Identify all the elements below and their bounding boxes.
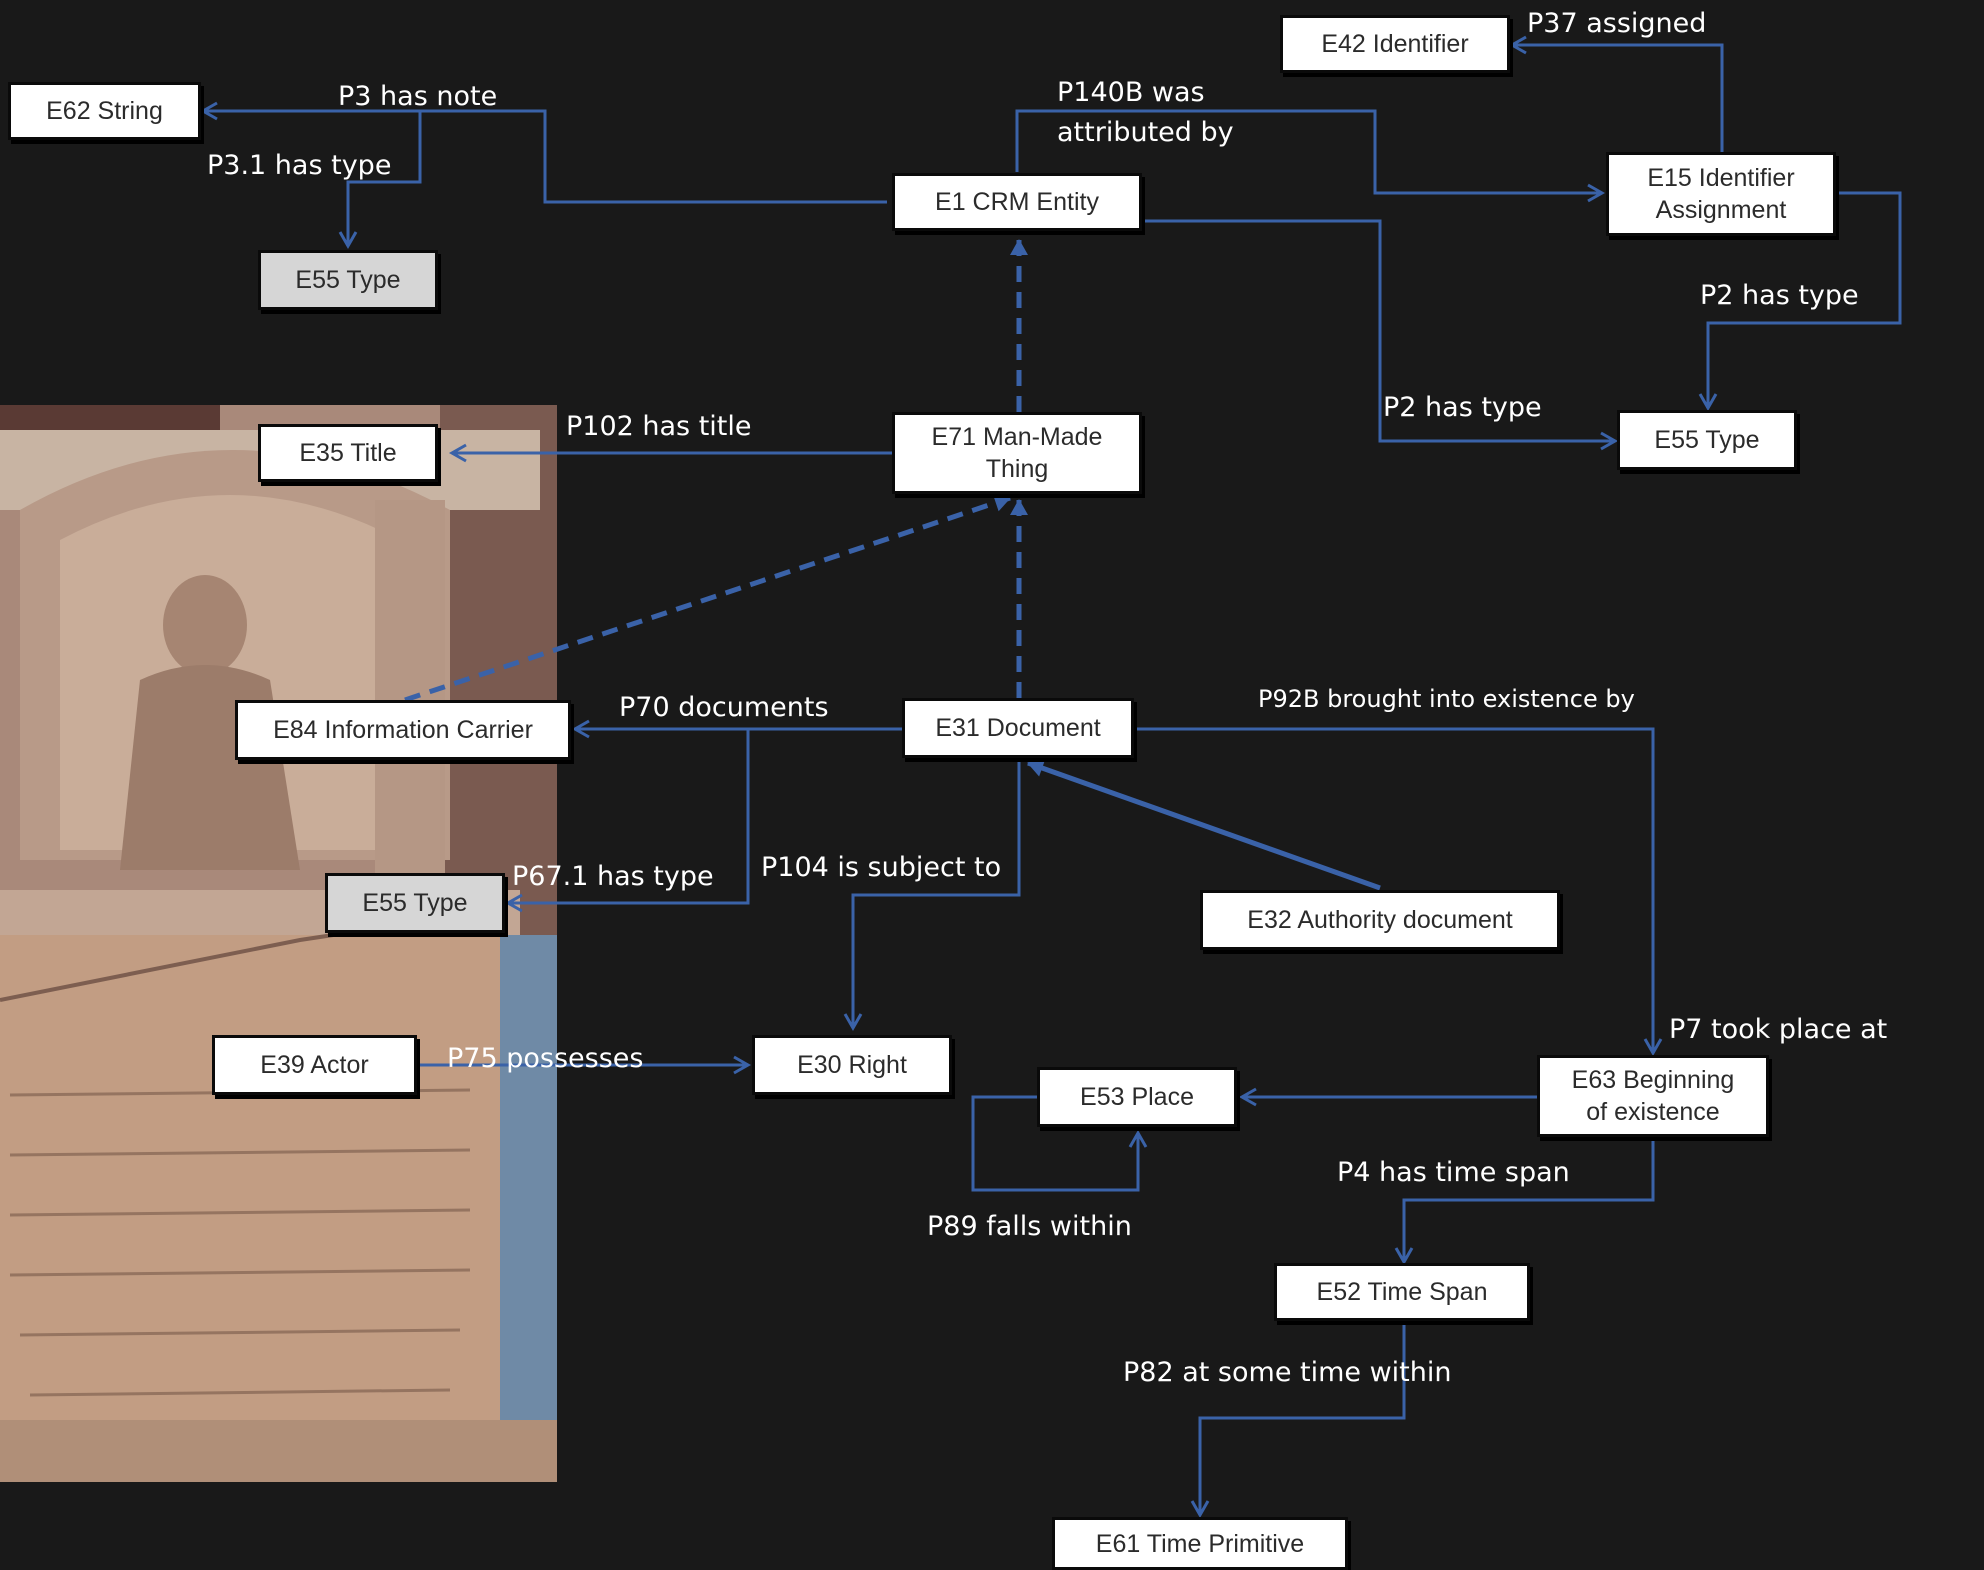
isa-e84-to-e71: [404, 494, 1011, 703]
edge-p37-assigned: [1508, 35, 1724, 152]
node-e53-place: E53 Place: [1037, 1067, 1237, 1127]
node-e55-type-top-right: E55 Type: [1617, 410, 1797, 470]
isa-e32-to-e31: [1027, 759, 1381, 891]
edge-p4-has-time-span: [1394, 1137, 1655, 1266]
edge-p104-is-subject-to: [843, 762, 1021, 1032]
edge-p2-has-type-identifier: [1698, 191, 1902, 412]
node-e84-information-carrier: E84 Information Carrier: [235, 700, 571, 760]
node-e55-type-note: E55 Type: [258, 250, 438, 310]
subclass-connectors: [404, 239, 1381, 891]
label-p82-at-some-time-within: P82 at some time within: [1123, 1357, 1452, 1388]
node-e32-authority-document: E32 Authority document: [1200, 890, 1560, 950]
edge-p2-has-type-entity: [1145, 219, 1619, 451]
node-e52-time-span: E52 Time Span: [1274, 1263, 1530, 1321]
label-p75-possesses: P75 possesses: [447, 1043, 644, 1074]
node-e30-right: E30 Right: [752, 1035, 952, 1095]
label-p140b-was-attributed-by: P140B was attributed by: [1057, 77, 1234, 148]
edge-p3-1-has-type: [338, 111, 422, 250]
label-p3-1-has-type: P3.1 has type: [207, 150, 392, 181]
label-p7-took-place-at: P7 took place at: [1669, 1014, 1888, 1045]
node-e63-beginning-of-existence: E63 Beginning of existence: [1537, 1055, 1769, 1137]
label-p104-is-subject-to: P104 is subject to: [761, 852, 1002, 883]
node-e61-time-primitive: E61 Time Primitive: [1052, 1517, 1348, 1570]
label-p4-has-time-span: P4 has time span: [1337, 1157, 1570, 1188]
node-e31-document: E31 Document: [902, 698, 1134, 758]
edge-p3-has-note: [199, 101, 887, 204]
edge-p92b-brought-into-existence-by: [1135, 727, 1663, 1057]
node-e1-crm-entity: E1 CRM Entity: [892, 173, 1142, 231]
node-e55-type-left: E55 Type: [325, 873, 505, 933]
label-p67-1-has-type: P67.1 has type: [512, 861, 714, 892]
label-p70-documents: P70 documents: [619, 692, 829, 723]
edge-p82-at-some-time-within: [1190, 1322, 1406, 1519]
node-e39-actor: E39 Actor: [212, 1035, 417, 1095]
edge-p89-falls-within: [971, 1095, 1148, 1192]
node-e35-title: E35 Title: [258, 424, 438, 482]
node-e42-identifier: E42 Identifier: [1280, 15, 1510, 73]
label-p2-has-type-entity: P2 has type: [1383, 392, 1542, 423]
label-p3-has-note: P3 has note: [338, 81, 498, 112]
node-e71-man-made-thing: E71 Man-Made Thing: [892, 412, 1142, 494]
edge-p67-1-has-type: [504, 729, 750, 913]
edge-p140b-was-attributed-by: [1015, 109, 1606, 203]
label-p102-has-title: P102 has title: [566, 411, 752, 442]
label-p2-has-type-identifier: P2 has type: [1700, 280, 1859, 311]
monument-photo: [0, 405, 557, 1482]
node-e15-identifier-assignment: E15 Identifier Assignment: [1606, 152, 1836, 236]
label-p89-falls-within: P89 falls within: [927, 1211, 1132, 1242]
label-p92b-brought-into-existence-by: P92B brought into existence by: [1258, 685, 1635, 713]
connectors: [199, 35, 1902, 1519]
node-e62-string: E62 String: [8, 82, 201, 140]
label-p37-assigned: P37 assigned: [1527, 8, 1707, 39]
